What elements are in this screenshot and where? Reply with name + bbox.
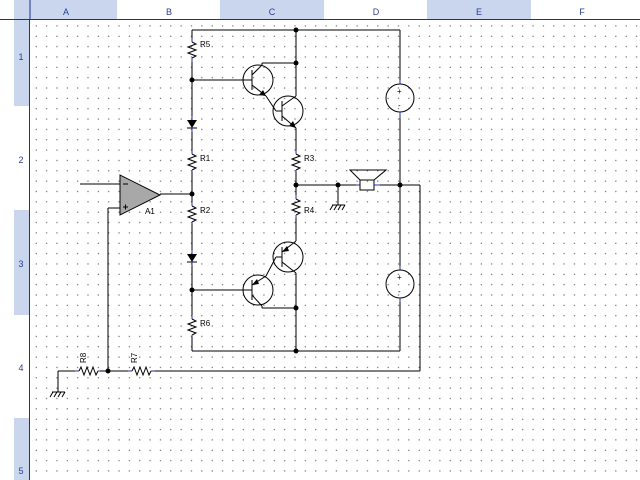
ref-label-r7: R7 xyxy=(130,352,139,363)
voltage-source-lower[interactable]: + - xyxy=(385,266,415,302)
svg-text:+: + xyxy=(397,273,402,282)
ground-input xyxy=(49,391,66,398)
row-ruler: 1 2 3 4 5 xyxy=(0,20,30,480)
column-label-d: D xyxy=(373,7,380,17)
ref-label-r5: R5 xyxy=(200,40,211,49)
ref-label-a1: A1 xyxy=(145,207,155,216)
column-label-a: A xyxy=(63,7,69,17)
column-label-c: C xyxy=(269,7,276,17)
resistor-r7[interactable]: R7 xyxy=(128,352,155,377)
diode-lower[interactable] xyxy=(187,250,197,266)
amplifier-a1[interactable]: A1 xyxy=(119,174,162,216)
ref-label-r6: R6 xyxy=(200,319,211,328)
junction-dots xyxy=(105,27,403,374)
speaker[interactable] xyxy=(348,169,388,191)
transistor-q1[interactable] xyxy=(242,63,277,112)
resistor-r5[interactable]: R5 xyxy=(186,38,211,62)
grid-area[interactable] xyxy=(30,20,640,480)
svg-text:-: - xyxy=(398,287,401,296)
row-label-3: 3 xyxy=(18,259,23,269)
diode-upper[interactable] xyxy=(187,116,197,132)
transistor-q3[interactable] xyxy=(265,240,304,277)
resistor-r4[interactable]: R4 xyxy=(290,195,315,218)
row-label-2: 2 xyxy=(18,155,23,165)
column-label-e: E xyxy=(476,7,482,17)
ref-label-r3: R3 xyxy=(304,154,315,163)
svg-text:+: + xyxy=(397,87,402,96)
ref-label-r4: R4 xyxy=(304,206,315,215)
column-ruler: A B C D E F xyxy=(0,0,640,20)
row-label-5: 5 xyxy=(18,466,23,476)
resistor-r1[interactable]: R1 xyxy=(186,150,211,172)
ground-output xyxy=(329,204,346,211)
voltage-source-upper[interactable]: + - xyxy=(385,80,415,118)
ref-label-r8: R8 xyxy=(79,352,88,363)
resistor-r2[interactable]: R2 xyxy=(186,202,211,224)
transistor-q4[interactable] xyxy=(242,274,274,308)
resistor-r6[interactable]: R6 xyxy=(186,315,211,337)
row-label-4: 4 xyxy=(18,363,23,373)
resistor-r8[interactable]: R8 xyxy=(75,352,100,377)
ref-label-r2: R2 xyxy=(200,206,211,215)
svg-text:-: - xyxy=(398,101,401,110)
resistor-r3[interactable]: R3 xyxy=(290,150,315,172)
column-label-f: F xyxy=(579,7,585,17)
ref-label-r1: R1 xyxy=(200,154,211,163)
transistor-q2[interactable] xyxy=(272,95,304,129)
row-label-1: 1 xyxy=(18,52,23,62)
column-label-b: B xyxy=(166,7,172,17)
